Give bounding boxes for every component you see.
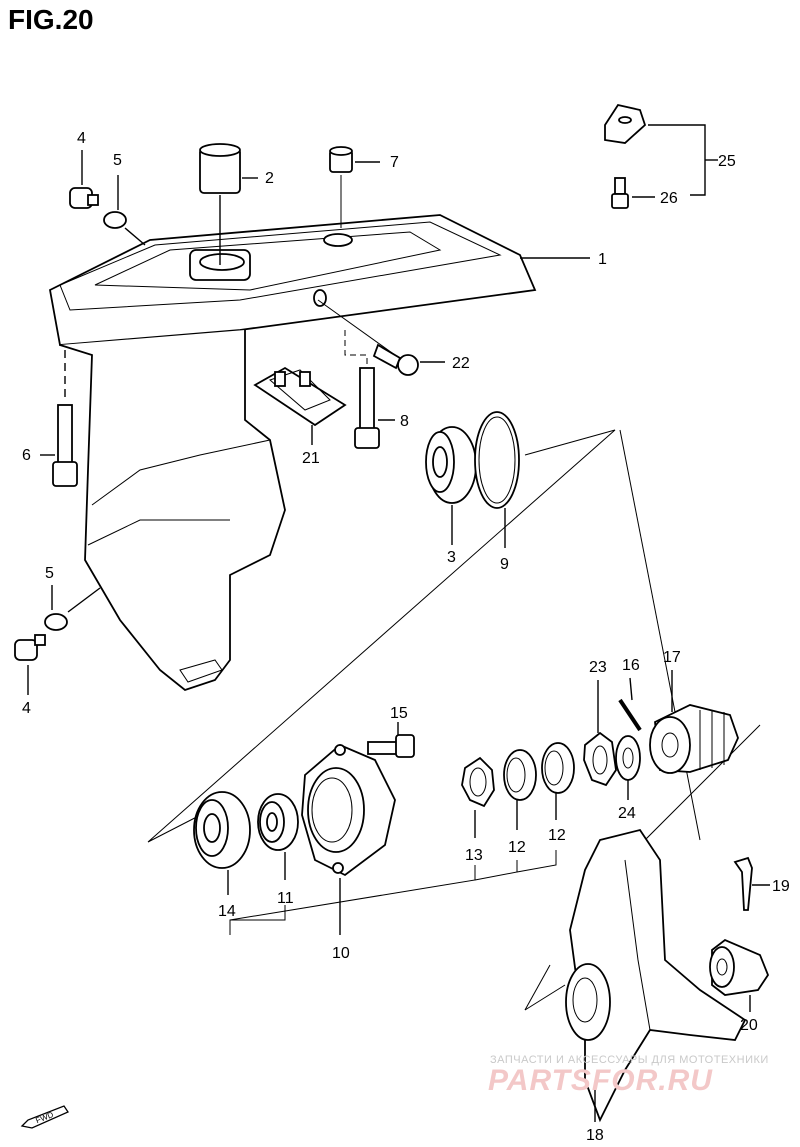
callout-6: 6 (22, 447, 31, 464)
part-9-o-ring (474, 411, 520, 548)
callout-18: 18 (586, 1127, 604, 1144)
callout-13: 13 (465, 847, 483, 864)
part-12-oil-seal-a (503, 749, 537, 830)
callout-7: 7 (390, 154, 399, 171)
figure-title: FIG.20 (8, 4, 94, 35)
part-4-drain-plug-top (69, 150, 146, 246)
part-20-propeller-nut (709, 938, 770, 1012)
part-4-drain-plug-bottom (14, 585, 101, 695)
callout-26: 26 (660, 190, 678, 207)
callout-17: 17 (663, 649, 681, 666)
callout-25: 25 (718, 153, 736, 170)
lower-unit-housing (48, 214, 537, 692)
part-13-lock-washer (461, 756, 495, 838)
part-24-washer (615, 735, 641, 800)
assembly-guide-4 (524, 984, 566, 1011)
part-17-propeller-hub (649, 670, 739, 774)
callout-21: 21 (302, 450, 320, 467)
callout-12-a: 12 (508, 839, 526, 856)
callout-24: 24 (618, 805, 636, 822)
callout-1: 1 (598, 251, 607, 268)
fwd-arrow-icon: FWD (20, 1105, 69, 1129)
callout-8: 8 (400, 413, 409, 430)
callout-19: 19 (772, 878, 790, 895)
callout-4-bottom: 4 (22, 700, 31, 717)
callout-5-top: 5 (113, 152, 122, 169)
part-15-bolt (367, 722, 415, 758)
part-10-bearing-carrier (301, 743, 396, 935)
callout-15: 15 (390, 705, 408, 722)
callout-14: 14 (218, 903, 236, 920)
part-14-bearing (193, 791, 251, 895)
part-21-anode (253, 366, 347, 445)
callout-20: 20 (740, 1017, 758, 1034)
callout-10: 10 (332, 945, 350, 962)
part-11-bearing (257, 793, 299, 880)
callout-22: 22 (452, 355, 470, 372)
group-bracket (229, 850, 557, 935)
watermark-tagline: ЗАПЧАСТИ И АКСЕССУАРЫ ДЛЯ МОТОТЕХНИКИ (490, 1054, 769, 1066)
assembly-guide-5 (524, 964, 551, 1011)
part-8-bolt (344, 330, 395, 449)
part-6-bolt (40, 350, 78, 487)
watermark-logo: PARTSFOR.RU (488, 1064, 713, 1097)
part-25-trim-cap (604, 103, 718, 209)
part-12-oil-seal-b (541, 742, 575, 820)
part-3-bearing (425, 426, 477, 545)
callout-3: 3 (447, 549, 456, 566)
part-16-shear-pin (618, 677, 642, 732)
part-22-screw (317, 299, 445, 376)
part-7-dowel (329, 146, 380, 228)
part-2-bushing (199, 143, 258, 265)
assembly-guide-1 (147, 429, 616, 843)
callout-2: 2 (265, 170, 274, 187)
callout-23: 23 (589, 659, 607, 676)
part-18-propeller (565, 828, 747, 1123)
callout-9: 9 (500, 556, 509, 573)
callout-16: 16 (622, 657, 640, 674)
callout-4-top: 4 (77, 130, 86, 147)
callout-5-bottom: 5 (45, 565, 54, 582)
part-23-spacer (583, 680, 617, 787)
callout-12-b: 12 (548, 827, 566, 844)
callout-11: 11 (277, 890, 294, 907)
part-19-cotter-pin (733, 856, 770, 911)
